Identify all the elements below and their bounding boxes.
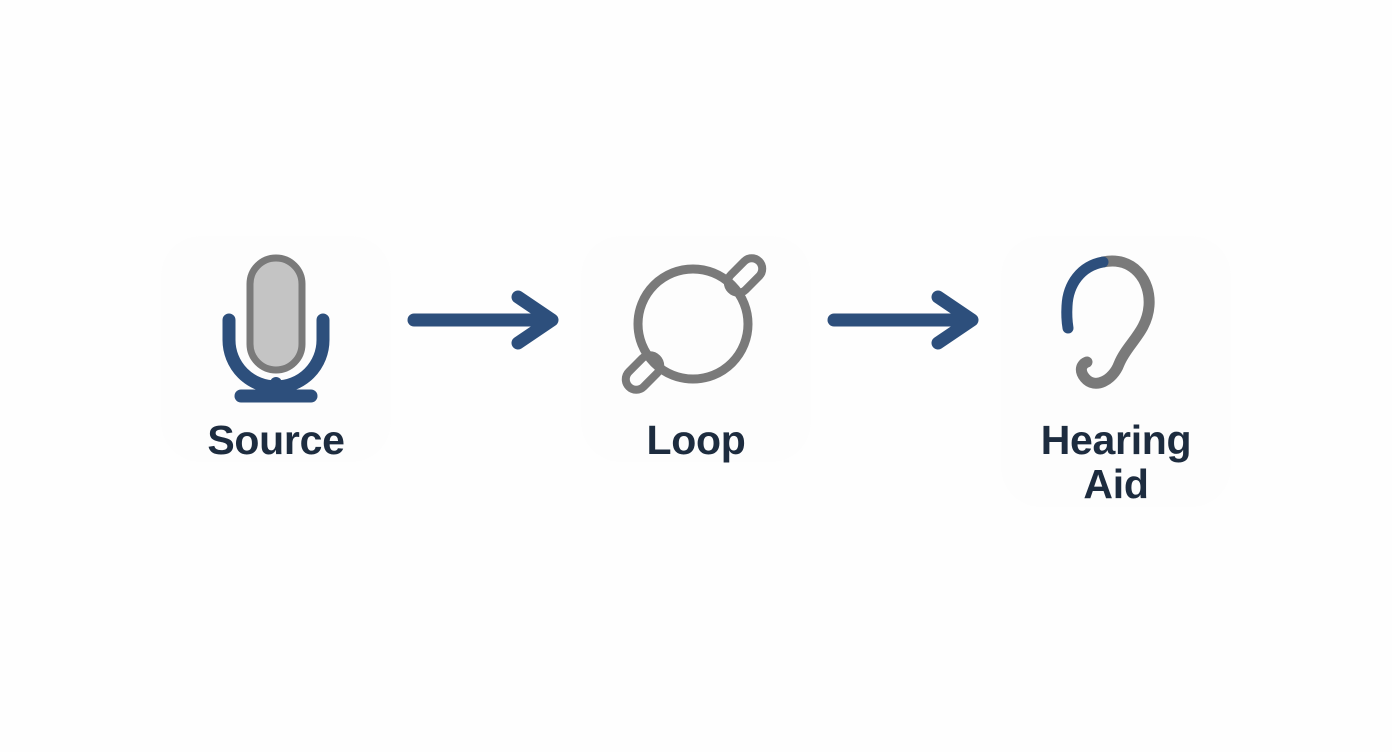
- flow-node-loop[interactable]: Loop: [581, 236, 811, 462]
- flow-node-label-source: Source: [207, 417, 345, 463]
- flow-node-source[interactable]: Source: [161, 236, 391, 462]
- ear-hearing-aid-icon: [1036, 244, 1196, 404]
- arrow-right-icon-loop-to-hearing-aid: [811, 236, 1001, 396]
- arrow-right-icon-source-to-loop: [391, 236, 581, 396]
- flow-row: Source Loop: [0, 236, 1392, 507]
- flow-node-hearing-aid[interactable]: Hearing Aid: [1001, 236, 1231, 507]
- microphone-icon: [196, 244, 356, 404]
- flow-node-label-hearing-aid: Hearing Aid: [1040, 417, 1192, 508]
- flow-node-label-loop: Loop: [646, 417, 746, 463]
- induction-loop-icon: [616, 244, 776, 404]
